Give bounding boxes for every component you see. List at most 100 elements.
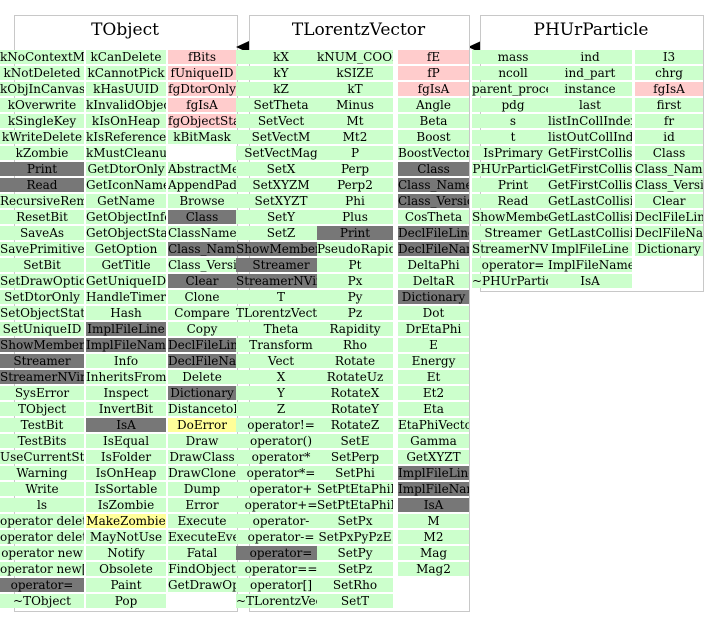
member-cell: Print (317, 226, 393, 240)
member-cell: Class_Name (168, 242, 236, 256)
member-cell: ImplFileName (398, 482, 469, 496)
member-cell: fr (635, 114, 703, 128)
member-cell: kWriteDelete (0, 130, 84, 144)
member-cell: SetBit (0, 258, 84, 272)
member-cell: SetPxPyPzE (317, 530, 393, 544)
member-cell: Angle (398, 98, 469, 112)
member-cell: SetPtEtaPhiE (317, 482, 393, 496)
member-cell: GetDrawOption (168, 578, 236, 592)
member-cell: SetObjectStat (0, 306, 84, 320)
member-cell: RotateX (317, 386, 393, 400)
member-cell: Error (168, 498, 236, 512)
member-cell: operator new[] (0, 562, 84, 576)
member-cell: SetVectMag (236, 146, 326, 160)
member-cell: fgObjectStat (168, 114, 236, 128)
member-cell: Read (472, 194, 554, 208)
member-cell: Dictionary (635, 242, 703, 256)
member-cell: SetXYZM (236, 178, 326, 192)
member-cell: pdg (472, 98, 554, 112)
member-cell: TestBit (0, 418, 84, 432)
member-cell: fE (398, 50, 469, 64)
member-cell: Y (236, 386, 326, 400)
member-cell: ImplFileName (548, 258, 632, 272)
member-cell: Streamer (0, 354, 84, 368)
member-cell: Execute (168, 514, 236, 528)
member-cell: kX (236, 50, 326, 64)
member-cell: Write (0, 482, 84, 496)
member-cell: Perp2 (317, 178, 393, 192)
member-cell: TestBits (0, 434, 84, 448)
member-cell: GetDtorOnly (86, 162, 166, 176)
member-cell: ~PHUrParticle (472, 274, 554, 288)
member-cell: SetDtorOnly (0, 290, 84, 304)
member-cell: kZ (236, 82, 326, 96)
member-cell: fBits (168, 50, 236, 64)
member-cell: BoostVector (398, 146, 469, 160)
member-cell: PseudoRapidity (317, 242, 393, 256)
member-cell: Energy (398, 354, 469, 368)
member-cell: Boost (398, 130, 469, 144)
member-cell: listOutCollIndex (548, 130, 632, 144)
member-cell: Dictionary (398, 290, 469, 304)
member-cell: Inspect (86, 386, 166, 400)
member-cell: Rotate (317, 354, 393, 368)
member-cell: SetPhi (317, 466, 393, 480)
member-cell: Mt (317, 114, 393, 128)
member-cell: MayNotUse (86, 530, 166, 544)
member-cell: HandleTimer (86, 290, 166, 304)
member-cell: SetPy (317, 546, 393, 560)
member-cell: kHasUUID (86, 82, 166, 96)
member-cell: Browse (168, 194, 236, 208)
member-cell: Fatal (168, 546, 236, 560)
member-cell: kCannotPick (86, 66, 166, 80)
member-cell: kNUM_COORDINATES (317, 50, 393, 64)
member-cell: SetDrawOption (0, 274, 84, 288)
member-cell: DeclFileName (635, 226, 703, 240)
member-cell: Phi (317, 194, 393, 208)
member-cell: Notify (86, 546, 166, 560)
member-cell: SetUniqueID (0, 322, 84, 336)
member-cell: Transform (236, 338, 326, 352)
member-cell: ~TObject (0, 594, 84, 608)
member-cell: Obsolete (86, 562, 166, 576)
member-cell: SetZ (236, 226, 326, 240)
member-cell: Class_Version (398, 194, 469, 208)
member-cell: ind_part (548, 66, 632, 80)
member-cell: kInvalidObject (86, 98, 166, 112)
member-cell: operator= (0, 578, 84, 592)
member-cell: ImplFileLine (548, 242, 632, 256)
member-cell: Pz (317, 306, 393, 320)
member-cell: IsOnHeap (86, 466, 166, 480)
member-cell: Rapidity (317, 322, 393, 336)
member-cell: instance (548, 82, 632, 96)
tobject-members-col3: fBitsfUniqueIDfgDtorOnlyfgIsAfgObjectSta… (168, 50, 236, 594)
member-cell: IsSortable (86, 482, 166, 496)
member-cell: GetLastCollision (548, 194, 632, 208)
member-cell: SetPz (317, 562, 393, 576)
member-cell: Class_Version (635, 178, 703, 192)
member-cell: UseCurrentStyle (0, 450, 84, 464)
member-cell: Mag (398, 546, 469, 560)
member-cell: Mt2 (317, 130, 393, 144)
member-cell: Warning (0, 466, 84, 480)
member-cell: IsFolder (86, 450, 166, 464)
member-cell: GetOption (86, 242, 166, 256)
member-cell: E (398, 338, 469, 352)
tlorentzvector-class-title: TLorentzVector (291, 20, 426, 40)
member-cell: ~TLorentzVector (236, 594, 326, 608)
member-cell: t (472, 130, 554, 144)
member-cell: operator* (236, 450, 326, 464)
member-cell: DoError (168, 418, 236, 432)
member-cell: GetUniqueID (86, 274, 166, 288)
member-cell: operator+= (236, 498, 326, 512)
member-cell: SetE (317, 434, 393, 448)
member-cell: StreamerNVirtual (0, 370, 84, 384)
member-cell: ImplFileLine (398, 466, 469, 480)
member-cell: Vect (236, 354, 326, 368)
member-cell: Et2 (398, 386, 469, 400)
member-cell: s (472, 114, 554, 128)
member-cell: GetTitle (86, 258, 166, 272)
member-cell: operator delete[] (0, 530, 84, 544)
member-cell: TLorentzVector (236, 306, 326, 320)
